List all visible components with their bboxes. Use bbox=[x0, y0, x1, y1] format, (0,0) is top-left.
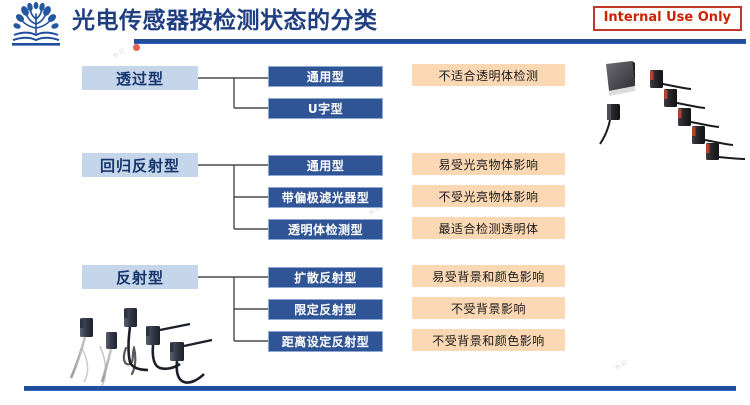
type-box-1-2[interactable]: 透明体检测型 bbox=[268, 219, 383, 240]
category-box-0[interactable]: 透过型 bbox=[82, 66, 198, 90]
description-box-2-2: 不受背景和颜色影响 bbox=[412, 329, 565, 351]
type-box-2-1[interactable]: 限定反射型 bbox=[268, 299, 383, 320]
description-box-2-1: 不受背景影响 bbox=[412, 297, 565, 319]
description-box-1-0: 易受光亮物体影响 bbox=[412, 153, 565, 175]
description-label: 易受背景和颜色影响 bbox=[432, 269, 545, 284]
description-box-2-0: 易受背景和颜色影响 bbox=[412, 265, 565, 287]
type-label: 限定反射型 bbox=[294, 303, 357, 317]
type-box-0-1[interactable]: U字型 bbox=[268, 98, 383, 119]
description-label: 不适合透明体检测 bbox=[438, 68, 539, 83]
footer-divider bbox=[24, 386, 736, 391]
annotation-dot bbox=[133, 44, 140, 51]
type-label: 通用型 bbox=[306, 70, 345, 84]
type-box-1-1[interactable]: 带偏极滤光器型 bbox=[268, 187, 383, 208]
category-box-1[interactable]: 回归反射型 bbox=[82, 153, 198, 177]
header-divider bbox=[134, 39, 746, 44]
category-label: 透过型 bbox=[115, 69, 164, 88]
status-badge-internal-use: Internal Use Only bbox=[592, 6, 742, 31]
type-label: U字型 bbox=[307, 102, 344, 116]
type-label: 透明体检测型 bbox=[287, 223, 363, 237]
reflective-sensor-array-photo bbox=[69, 308, 213, 384]
category-label: 反射型 bbox=[115, 268, 164, 287]
tree-book-logo-icon bbox=[8, 2, 64, 48]
type-box-1-0[interactable]: 通用型 bbox=[268, 155, 383, 176]
description-box-0-0: 不适合透明体检测 bbox=[412, 64, 565, 86]
category-label: 回归反射型 bbox=[99, 156, 180, 175]
connector-group-0 bbox=[198, 77, 268, 109]
connector-group-1 bbox=[198, 164, 268, 230]
type-label: 通用型 bbox=[306, 159, 345, 173]
description-box-1-2: 最适合检测透明体 bbox=[412, 217, 565, 239]
type-label: 带偏极滤光器型 bbox=[281, 191, 370, 205]
description-label: 不受背景影响 bbox=[450, 301, 526, 316]
type-box-0-0[interactable]: 通用型 bbox=[268, 66, 383, 87]
type-label: 距离设定反射型 bbox=[281, 335, 370, 349]
type-box-2-2[interactable]: 距离设定反射型 bbox=[268, 331, 383, 352]
category-box-2[interactable]: 反射型 bbox=[82, 265, 198, 289]
description-box-1-1: 不受光亮物体影响 bbox=[412, 185, 565, 207]
watermark-top: 水印 bbox=[111, 46, 128, 61]
description-label: 易受光亮物体影响 bbox=[438, 157, 539, 172]
description-label: 不受背景和颜色影响 bbox=[432, 333, 545, 348]
watermark-bottom: 水印 bbox=[613, 358, 630, 373]
type-label: 扩散反射型 bbox=[294, 271, 357, 285]
description-label: 最适合检测透明体 bbox=[438, 221, 539, 236]
type-box-2-0[interactable]: 扩散反射型 bbox=[268, 267, 383, 288]
page-title: 光电传感器按检测状态的分类 bbox=[72, 8, 378, 34]
description-label: 不受光亮物体影响 bbox=[438, 189, 539, 204]
photoelectric-sensor-array-photo bbox=[599, 61, 746, 160]
